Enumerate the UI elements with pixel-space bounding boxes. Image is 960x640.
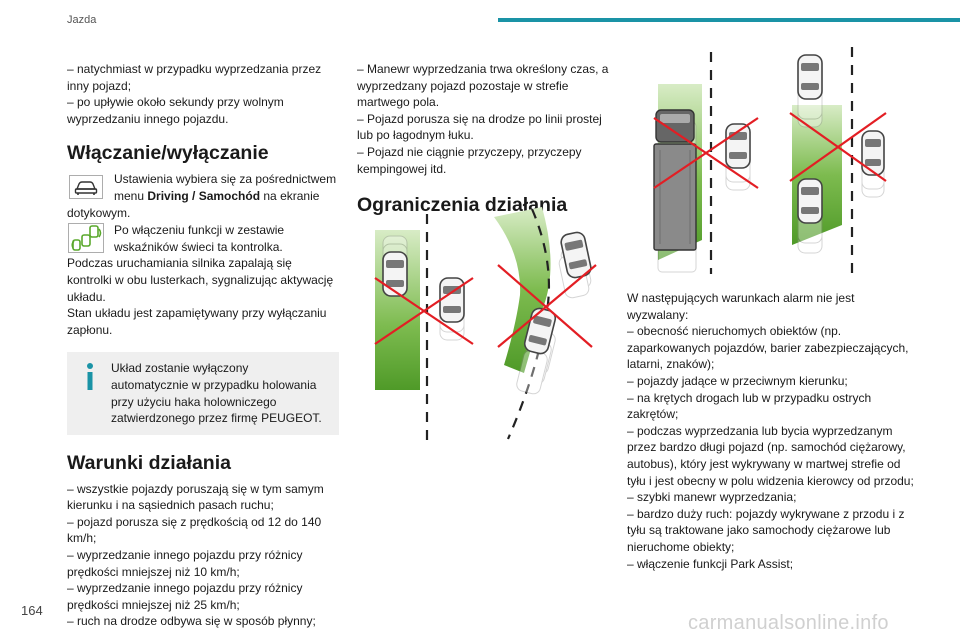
condition-item: – Pojazd nie ciągnie przyczepy, przyczep… (357, 144, 582, 176)
no-alert-item: – bardzo duży ruch: pojazdy wykrywane z … (627, 506, 905, 554)
car-silhouette (382, 251, 408, 297)
condition-item: – Manewr wyprzedzania trwa określony cza… (357, 62, 609, 110)
no-alert-item: – na krętych drogach lub w przypadku ost… (627, 390, 872, 422)
indicator-paragraph: Po włączeniu funkcji w zestawie wskaźnik… (67, 222, 339, 255)
no-alert-item: – podczas wyprzedzania lub bycia wyprzed… (627, 423, 914, 488)
settings-menu-name: Driving / Samochód (147, 188, 261, 203)
truck-silhouette (653, 109, 697, 251)
column-2: – Manewr wyprzedzania trwa określony cza… (357, 61, 609, 227)
car-icon (67, 172, 105, 202)
heading-conditions: Warunki działania (67, 451, 231, 474)
header-accent-bar (498, 18, 960, 22)
illustration-curve (494, 207, 597, 440)
heading-limitations: Ograniczenia działania (357, 194, 568, 217)
settings-text-post: na ekranie dotykowym. (67, 188, 320, 220)
memory-text: Stan układu jest zapamiętywany przy wyłą… (67, 306, 327, 337)
start-text: Podczas uruchamiania silnika zapalają si… (67, 256, 334, 304)
condition-item: – wszystkie pojazdy poruszają się w tym … (67, 481, 324, 513)
no-alert-intro: W następujących warunkach alarm nie jest… (627, 291, 855, 322)
settings-text-pre: Ustawienia wybiera się za pośrednictwem … (114, 172, 337, 203)
illustration-long-vehicle (653, 52, 759, 274)
column-3: W następujących warunkach alarm nie jest… (627, 290, 917, 572)
no-alert-item: – pojazdy jadące w przeciwnym kierunku; (627, 373, 848, 388)
note-text: Układ zostanie wyłączony automatycznie w… (111, 361, 322, 426)
heading-on-off: Włączanie/wyłączanie (67, 142, 269, 165)
no-alert-item: – włączenie funkcji Park Assist; (627, 556, 794, 571)
condition-item: – wyprzedzanie innego pojazdu przy różni… (67, 581, 303, 612)
condition-item: – ruch na drodze odbywa się w sposób pły… (67, 614, 316, 629)
header-section-title: Jazda (67, 14, 97, 26)
condition-item: – wyprzedzanie innego pojazdu przy różni… (67, 548, 303, 579)
watermark: carmanualsonline.info (688, 612, 889, 634)
intro-item: – natychmiast w przypadku wyprzedzania p… (67, 62, 322, 93)
column-1: – natychmiast w przypadku wyprzedzania p… (67, 61, 339, 630)
indicator-text: Po włączeniu funkcji w zestawie wskaźnik… (114, 223, 285, 254)
illustration-opposite-direction (374, 214, 474, 440)
illustration-heavy-traffic (789, 47, 887, 275)
info-note: Układ zostanie wyłączony automatycznie w… (67, 352, 339, 435)
blind-spot-indicator-icon (67, 223, 105, 254)
condition-item: – pojazd porusza się z prędkością od 12 … (67, 514, 322, 546)
no-alert-item: – szybki manewr wyprzedzania; (627, 490, 797, 505)
settings-paragraph: Ustawienia wybiera się za pośrednictwem … (67, 171, 339, 221)
page-number: 164 (21, 603, 43, 618)
info-icon (87, 363, 93, 391)
no-alert-item: – obecność nieruchomych obiektów (np. za… (627, 324, 909, 372)
intro-item: – po upływie około sekundy przy wolnym w… (67, 95, 284, 126)
condition-item: – Pojazd porusza się na drodze po linii … (357, 111, 602, 143)
